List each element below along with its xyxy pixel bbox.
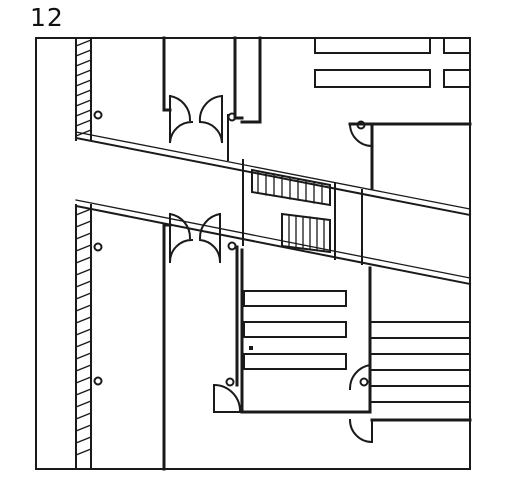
- figure-number: 12: [30, 3, 64, 32]
- round-fixture-icon: [93, 242, 103, 252]
- plan-border: [35, 37, 471, 470]
- lower-room-benches: [243, 290, 347, 370]
- corridor-wall-lower: [74, 199, 472, 286]
- lower-right-door: [348, 418, 472, 444]
- round-fixture-icon: [93, 110, 103, 120]
- door-swing-icon: [168, 212, 222, 264]
- round-fixture-icon: [227, 241, 237, 251]
- upper-right-room-walls: [348, 120, 472, 190]
- stair-core-walls: [242, 159, 363, 265]
- door-swing-icon: [168, 94, 224, 144]
- window-strip-lower: [75, 204, 92, 470]
- round-fixture-icon: [93, 376, 103, 386]
- corridor-wall-upper: [74, 131, 472, 217]
- upper-room-benches: [314, 37, 471, 88]
- stair-flight-icon: [251, 168, 331, 254]
- window-strip-upper: [75, 37, 92, 141]
- lower-office-walls: [162, 223, 239, 471]
- lower-right-benches: [369, 321, 471, 403]
- lower-room-walls: [212, 248, 372, 414]
- upper-office-walls: [162, 36, 262, 161]
- round-fixture-icon: [227, 112, 237, 122]
